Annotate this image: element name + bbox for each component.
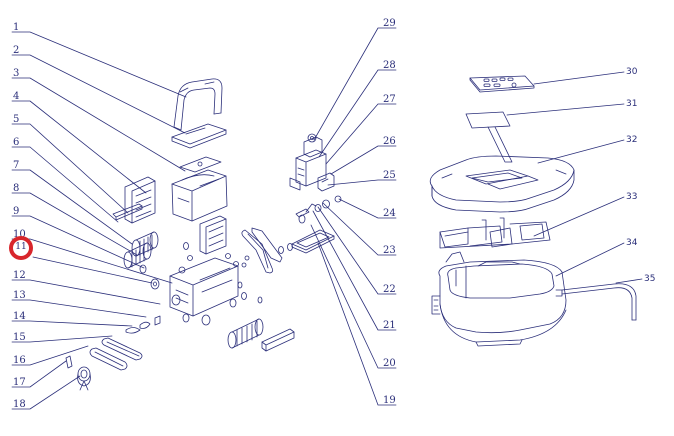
part-caddy-base xyxy=(431,251,567,347)
part-track-middle xyxy=(241,229,274,274)
part-number-17: 17 xyxy=(13,377,26,388)
part-number-34: 34 xyxy=(626,238,638,248)
right-leader-lines xyxy=(506,71,643,284)
part-number-22: 22 xyxy=(383,284,396,295)
part-number-5: 5 xyxy=(13,114,20,125)
part-track-left xyxy=(101,337,143,361)
part-number-19: 19 xyxy=(383,395,396,406)
part-number-7: 7 xyxy=(13,160,20,171)
part-number-13: 13 xyxy=(13,290,26,301)
part-number-28: 28 xyxy=(383,60,396,71)
part-inner-frame xyxy=(439,217,551,249)
center-leader-lines xyxy=(310,27,397,406)
part-number-6: 6 xyxy=(13,137,20,148)
part-top-housing xyxy=(171,169,228,222)
part-number-23: 23 xyxy=(383,245,396,256)
part-main-body xyxy=(169,242,243,326)
part-filter-plate xyxy=(291,229,335,254)
part-number-2: 2 xyxy=(13,45,20,56)
part-brush-roller xyxy=(123,242,152,269)
part-brush-roller-bottom xyxy=(227,318,264,349)
part-number-35: 35 xyxy=(644,274,656,284)
part-number-3: 3 xyxy=(13,68,20,79)
part-number-12: 12 xyxy=(13,270,26,281)
highlighted-part-number: 11 xyxy=(15,242,27,252)
part-number-33: 33 xyxy=(626,192,638,202)
part-track-left-2 xyxy=(89,347,128,371)
part-number-27: 27 xyxy=(383,94,396,105)
part-cable xyxy=(561,283,637,321)
left-leader-lines xyxy=(11,31,187,410)
part-lid xyxy=(429,155,575,213)
part-side-bar xyxy=(112,203,143,221)
part-filter-basket-left xyxy=(124,176,156,224)
part-track-middle-2 xyxy=(251,227,283,263)
part-pin xyxy=(65,355,73,369)
part-number-32: 32 xyxy=(626,135,638,145)
part-number-4: 4 xyxy=(13,91,20,102)
part-spring xyxy=(77,366,91,391)
part-number-8: 8 xyxy=(13,183,20,194)
part-number-30: 30 xyxy=(626,67,638,77)
part-motor-assembly xyxy=(289,133,342,224)
part-number-20: 20 xyxy=(383,358,396,369)
part-filter-basket-right xyxy=(199,215,227,255)
part-number-26: 26 xyxy=(383,136,396,147)
part-clips xyxy=(125,315,161,334)
part-number-16: 16 xyxy=(13,355,26,366)
part-remote-panel xyxy=(469,75,535,93)
part-bar-bottom xyxy=(261,328,295,352)
part-small-bits-middle xyxy=(233,243,293,304)
part-number-24: 24 xyxy=(383,208,396,219)
part-handle xyxy=(173,78,223,131)
part-handle-cover xyxy=(171,123,227,149)
part-number-25: 25 xyxy=(383,170,396,181)
part-label-sheet xyxy=(465,111,513,163)
part-number-9: 9 xyxy=(13,206,20,217)
part-number-29: 29 xyxy=(383,18,396,29)
part-small-wheel xyxy=(139,264,160,290)
part-number-18: 18 xyxy=(13,399,26,410)
part-top-plate xyxy=(179,156,222,173)
part-number-14: 14 xyxy=(13,311,26,322)
part-number-15: 15 xyxy=(13,332,26,343)
part-number-1: 1 xyxy=(13,22,20,33)
part-number-10: 10 xyxy=(13,229,26,240)
highlight-ring-inner xyxy=(13,240,29,256)
part-number-21: 21 xyxy=(383,320,396,331)
part-number-31: 31 xyxy=(626,99,638,109)
highlight-ring[interactable]: 11 xyxy=(9,236,33,260)
